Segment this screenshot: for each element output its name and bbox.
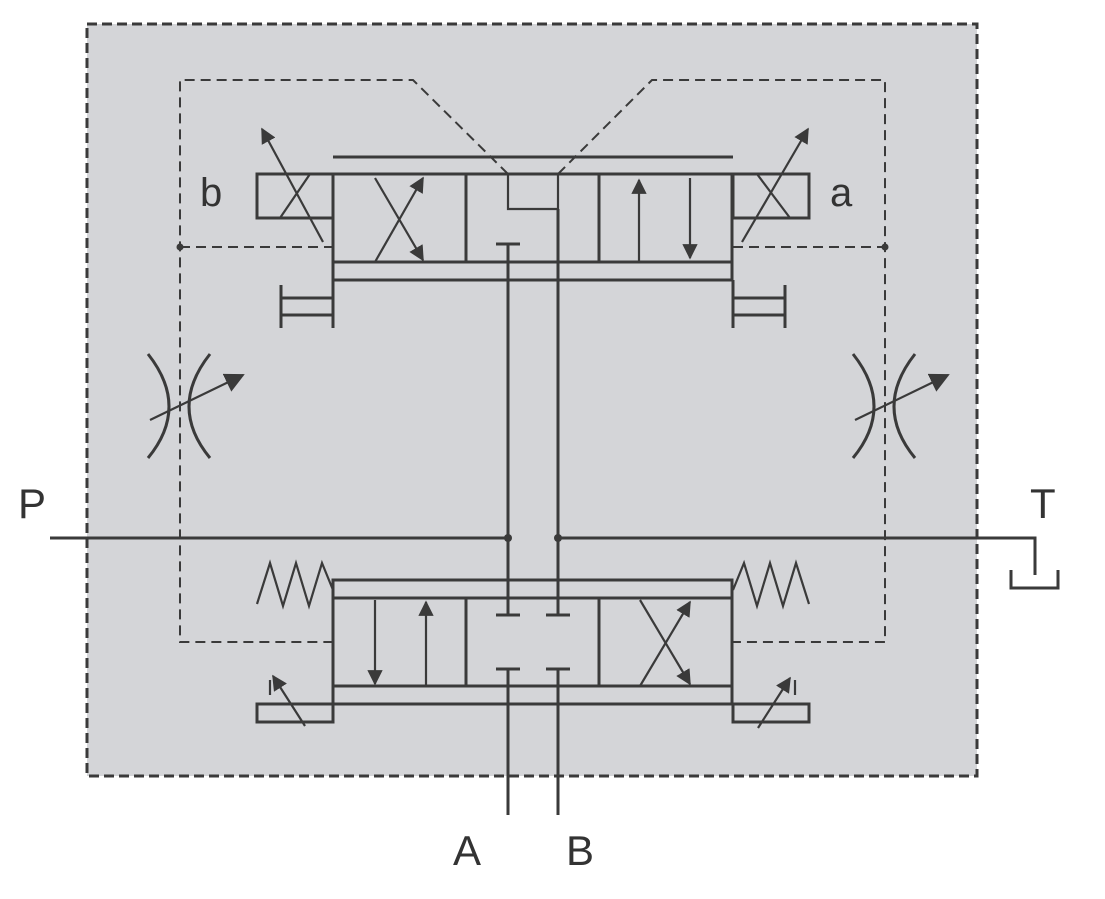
left-stroke-adjuster xyxy=(255,702,335,724)
port-a-label: A xyxy=(453,827,481,874)
right-throttle-icon xyxy=(851,353,950,459)
t-line xyxy=(558,536,1037,575)
port-b-label: B xyxy=(566,827,594,874)
right-spring-icon xyxy=(731,559,811,610)
port-p-label: P xyxy=(18,480,46,527)
valve-body xyxy=(85,22,979,778)
right-stroke-adjuster xyxy=(731,702,811,724)
tank-symbol xyxy=(1009,570,1060,590)
pilot-lines xyxy=(176,79,889,643)
left-throttle-icon xyxy=(146,353,245,459)
solenoid-b-box xyxy=(255,172,335,220)
port-t-label: T xyxy=(1030,480,1056,527)
pilot-valve xyxy=(255,127,811,328)
solenoid-b-label: b xyxy=(200,171,222,215)
main-valve xyxy=(255,559,811,729)
solenoid-a-box xyxy=(731,172,811,220)
solenoid-a-label: a xyxy=(830,171,853,215)
left-spring-icon xyxy=(255,559,335,610)
